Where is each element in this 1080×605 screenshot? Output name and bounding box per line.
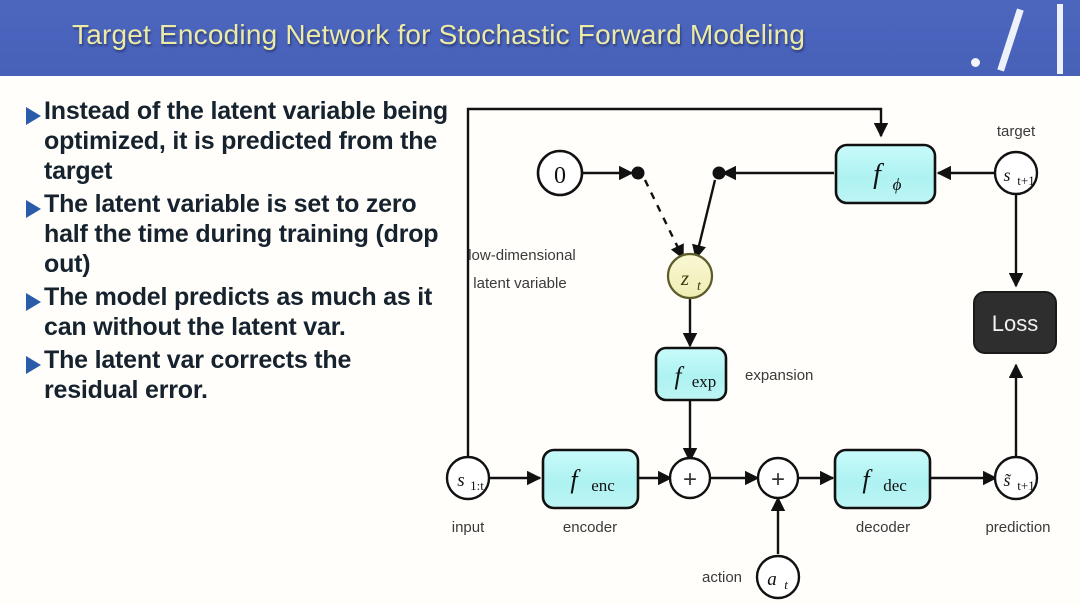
node-sum-2[interactable]: + bbox=[756, 456, 800, 500]
node-label: f bbox=[675, 363, 685, 390]
node-prediction-state[interactable]: s̃ t+1 bbox=[993, 455, 1039, 501]
list-item: Instead of the latent variable being opt… bbox=[18, 96, 448, 186]
node-label: s bbox=[1003, 165, 1010, 185]
node-latent-z[interactable]: z t bbox=[666, 252, 714, 300]
node-label: + bbox=[771, 466, 785, 493]
node-label-sub: dec bbox=[883, 476, 907, 495]
decoration-backslash-icon bbox=[997, 8, 1024, 72]
list-item: The latent variable is set to zero half … bbox=[18, 189, 448, 279]
junction-dot-left bbox=[631, 166, 645, 180]
node-action[interactable]: a t bbox=[755, 554, 801, 600]
edge-input-to-fphi bbox=[466, 107, 889, 458]
label-decoder: decoder bbox=[856, 519, 910, 536]
node-label: z bbox=[680, 266, 689, 290]
node-label: Loss bbox=[992, 311, 1038, 336]
node-label: 0 bbox=[554, 163, 566, 189]
bullet-text: The latent variable is set to zero half … bbox=[44, 190, 439, 278]
architecture-diagram: f ϕ f exp expansion f enc encoder f dec bbox=[440, 90, 1080, 605]
node-f-dec[interactable]: f dec bbox=[833, 448, 932, 510]
node-zero[interactable]: 0 bbox=[536, 149, 584, 197]
label-prediction: prediction bbox=[985, 519, 1050, 536]
node-f-phi[interactable]: f ϕ bbox=[834, 143, 937, 205]
node-label-sub: enc bbox=[591, 476, 615, 495]
label-encoder: encoder bbox=[563, 519, 617, 536]
node-loss[interactable]: Loss bbox=[973, 291, 1057, 354]
bullet-triangle-icon bbox=[18, 282, 44, 311]
node-f-exp[interactable]: f exp bbox=[654, 346, 728, 402]
node-label: s bbox=[457, 470, 464, 491]
node-f-enc[interactable]: f enc bbox=[541, 448, 640, 510]
node-label: s̃ bbox=[1003, 470, 1012, 490]
bullet-triangle-icon bbox=[18, 345, 44, 374]
page-title: Target Encoding Network for Stochastic F… bbox=[72, 19, 806, 50]
decoration-vertical-bar-icon bbox=[1057, 4, 1063, 74]
label-latent-note-2: latent variable bbox=[473, 275, 566, 292]
bullet-triangle-icon bbox=[18, 189, 44, 218]
node-input-state[interactable]: s 1:t bbox=[445, 455, 491, 501]
node-label-sub: exp bbox=[692, 372, 717, 391]
bullet-text: The latent var corrects the residual err… bbox=[44, 346, 352, 404]
list-item: The latent var corrects the residual err… bbox=[18, 345, 448, 405]
slide-header: Target Encoding Network for Stochastic F… bbox=[0, 0, 1080, 78]
bullet-triangle-icon bbox=[18, 96, 44, 125]
edge-dot-to-latent-dashed bbox=[643, 179, 685, 260]
node-label-sub: t+1 bbox=[1017, 478, 1034, 493]
node-sum-1[interactable]: + bbox=[668, 456, 712, 500]
node-label: f bbox=[873, 159, 884, 190]
node-label: + bbox=[683, 466, 697, 493]
bullet-text: Instead of the latent variable being opt… bbox=[44, 97, 448, 185]
edge-group bbox=[466, 107, 1024, 554]
node-label-sub: t bbox=[784, 577, 788, 592]
node-label-sub: ϕ bbox=[893, 175, 902, 194]
node-target-state[interactable]: s t+1 bbox=[993, 150, 1039, 196]
label-latent-note-1: low-dimensional bbox=[468, 247, 576, 264]
label-target: target bbox=[997, 123, 1036, 140]
edge-dot-to-latent bbox=[692, 179, 717, 260]
node-label: f bbox=[862, 465, 873, 494]
node-label-sub: t+1 bbox=[1017, 173, 1034, 188]
decoration-dot-icon bbox=[971, 58, 980, 67]
junction-dot-right bbox=[712, 166, 726, 180]
node-label: f bbox=[570, 465, 581, 494]
list-item: The model predicts as much as it can wit… bbox=[18, 282, 448, 342]
bullet-text: The model predicts as much as it can wit… bbox=[44, 283, 433, 341]
label-input: input bbox=[452, 519, 485, 536]
label-expansion: expansion bbox=[745, 367, 813, 384]
node-label: a bbox=[767, 569, 777, 590]
node-label-sub: 1:t bbox=[470, 478, 484, 493]
label-action: action bbox=[702, 569, 742, 586]
bullet-list: Instead of the latent variable being opt… bbox=[18, 96, 448, 408]
node-label-sub: t bbox=[697, 279, 702, 294]
